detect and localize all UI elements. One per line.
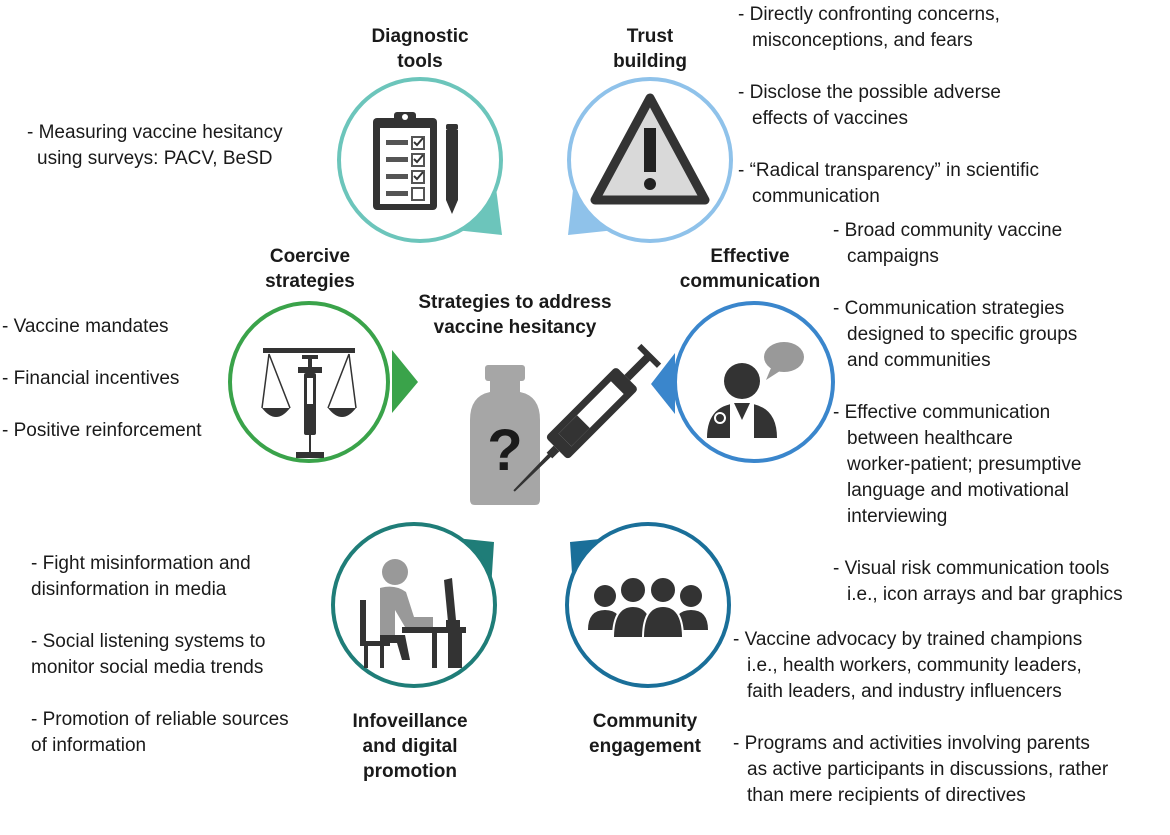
person-computer-icon: [360, 559, 466, 668]
community-item: - Vaccine advocacy by trained champions …: [733, 629, 1083, 702]
communication-item: - Broad community vaccine campaigns: [833, 220, 1063, 267]
coercive-pointer: [392, 350, 418, 413]
community-list: - Vaccine advocacy by trained champions …: [733, 627, 1108, 835]
coercive-list: - Vaccine mandates - Financial incentive…: [2, 314, 202, 470]
communication-item: - Effective communication between health…: [833, 402, 1082, 527]
diagnostic-node: [337, 77, 503, 243]
communication-list: - Broad community vaccine campaigns - Co…: [833, 218, 1123, 634]
trust-node: [567, 77, 733, 243]
coercive-node: [228, 301, 418, 463]
community-node: [565, 522, 731, 688]
infoveillance-item: - Promotion of reliable sources of infor…: [31, 709, 289, 756]
infoveillance-node: [331, 522, 497, 688]
clipboard-checklist-icon: [373, 112, 458, 214]
diagnostic-list: - Measuring vaccine hesitancy using surv…: [27, 120, 283, 198]
diagnostic-item: - Measuring vaccine hesitancy using surv…: [27, 122, 283, 169]
doctor-speech-icon: [707, 342, 804, 438]
communication-item: - Visual risk communication tools i.e., …: [833, 558, 1123, 605]
svg-text:?: ?: [487, 418, 522, 483]
communication-node: [651, 301, 835, 463]
warning-triangle-icon: [590, 93, 710, 205]
infoveillance-list: - Fight misinformation and disinformatio…: [31, 551, 289, 785]
diagram-graphics: ?: [228, 77, 835, 688]
coercive-item: - Vaccine mandates: [2, 316, 169, 337]
coercive-item: - Financial incentives: [2, 368, 180, 389]
group-people-icon: [588, 576, 708, 639]
trust-list: - Directly confronting concerns, misconc…: [738, 2, 1039, 236]
trust-item: - “Radical transparency” in scientific c…: [738, 160, 1039, 207]
infoveillance-item: - Fight misinformation and disinformatio…: [31, 553, 251, 600]
trust-item: - Directly confronting concerns, misconc…: [738, 4, 1000, 51]
coercive-item: - Positive reinforcement: [2, 420, 202, 441]
vial-syringe-icon: ?: [470, 343, 662, 505]
scales-syringe-icon: [261, 348, 357, 458]
infoveillance-item: - Social listening systems to monitor so…: [31, 631, 266, 678]
community-item: - Programs and activities involving pare…: [733, 733, 1109, 806]
communication-item: - Communication strategies designed to s…: [833, 298, 1078, 371]
trust-item: - Disclose the possible adverse effects …: [738, 82, 1001, 129]
communication-pointer: [651, 353, 675, 414]
